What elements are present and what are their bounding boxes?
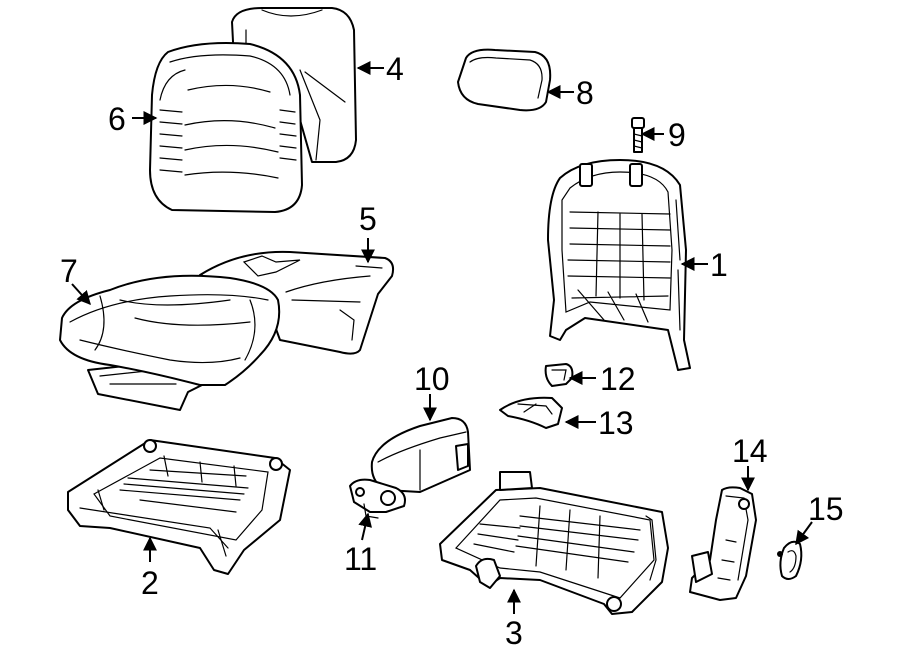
part-2-seat-frame[interactable] [67,439,291,575]
part-3-adjuster-track[interactable] [439,471,669,615]
callout-6: 6 [108,101,126,137]
callout-11: 11 [344,541,377,577]
part-7-seat-cushion[interactable] [59,274,281,411]
callout-5: 5 [359,201,377,237]
part-11-bracket[interactable] [349,478,406,519]
leader-11 [358,512,372,541]
part-14-side-shield[interactable] [689,486,757,601]
callout-2: 2 [141,565,159,601]
callout-7: 7 [60,253,78,289]
part-1-seat-back-frame[interactable] [547,159,691,371]
part-15-knob[interactable] [777,540,803,580]
callout-9: 9 [668,117,686,153]
leader-15 [795,521,813,546]
callout-8: 8 [576,75,594,111]
part-6-seat-back-cushion[interactable] [149,42,303,213]
callout-15: 15 [808,491,844,527]
callout-10: 10 [414,361,450,397]
part-10-track-cover[interactable] [370,417,471,493]
part-8-headrest[interactable] [457,48,552,112]
callout-14: 14 [732,433,768,469]
part-12-clip[interactable] [544,363,574,387]
callout-labels: 1 2 3 4 5 6 7 8 9 10 11 12 13 14 15 [60,51,844,651]
callout-13: 13 [598,405,634,441]
callout-1: 1 [710,247,728,283]
part-9-bolt[interactable] [631,117,645,153]
callout-4: 4 [386,51,404,87]
part-13-trim-cover[interactable] [499,396,563,429]
leader-lines [71,61,813,614]
part-5-seat-cushion-cover[interactable] [199,250,395,355]
leader-7 [71,283,91,306]
callout-3: 3 [505,615,523,651]
callout-12: 12 [600,361,636,397]
